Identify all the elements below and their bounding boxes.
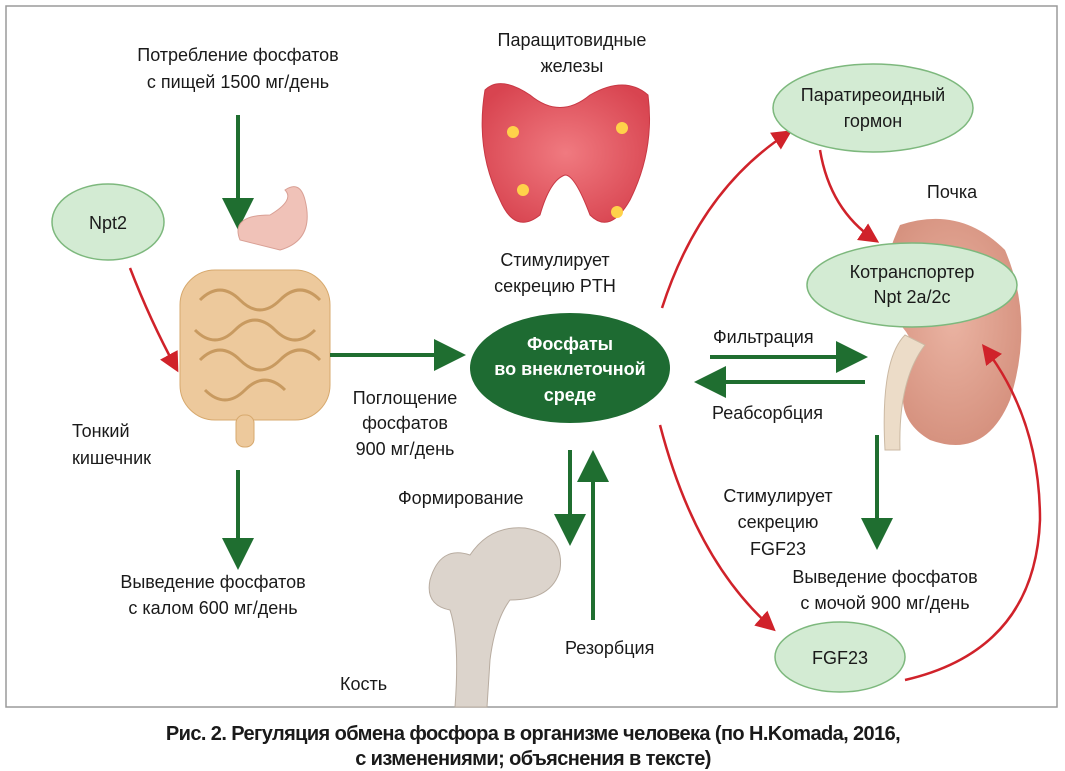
urine-label-1: Выведение фосфатов (792, 567, 977, 587)
kidney-label: Почка (927, 182, 978, 202)
extracellular-phosphate-ellipse (470, 313, 670, 423)
figure-caption-2: с изменениями; объяснения в тексте) (355, 748, 711, 770)
fgf23-to-kidney-arrow (904, 344, 1042, 682)
feces-label-1: Выведение фосфатов (120, 572, 305, 592)
fgf23-ellipse (774, 621, 906, 693)
intake-label-1: Потребление фосфатов (137, 45, 339, 65)
center-label-3: среде (544, 385, 596, 405)
bone-illustration (428, 527, 562, 708)
npt2-ellipse (51, 183, 165, 261)
filtration-label: Фильтрация (713, 327, 814, 347)
stim-fgf-label-1: Стимулирует (723, 486, 832, 506)
fgf23-label: FGF23 (812, 648, 868, 668)
absorption-label-1: Поглощение (353, 388, 457, 408)
urine-label-2: с мочой 900 мг/день (800, 593, 969, 613)
pth-label-1: Паратиреоидный (801, 85, 945, 105)
cotransporter-label-2: Npt 2a/2c (873, 287, 950, 307)
npt2-label: Npt2 (89, 213, 127, 233)
stim-fgf-label-2: секрецию (738, 512, 819, 532)
intestine-label-2: кишечник (72, 448, 151, 468)
fgf23-stimulation-arrow (658, 424, 776, 632)
pth-to-kidney-arrow (818, 149, 880, 243)
reabsorption-label: Реабсорбция (712, 403, 823, 423)
stim-fgf-label-3: FGF23 (750, 539, 806, 559)
npt2-arrow (128, 267, 179, 373)
parathyroid-label-1: Паращитовидные (498, 30, 647, 50)
pth-ellipse (772, 63, 974, 153)
bone-label: Кость (340, 674, 387, 694)
absorption-label-2: фосфатов (362, 413, 448, 433)
feces-label-2: с калом 600 мг/день (128, 598, 297, 618)
intestine-label-1: Тонкий (72, 421, 130, 441)
resorption-label: Резорбция (565, 638, 654, 658)
stim-pth-label-2: секрецию PTH (494, 276, 616, 296)
center-label-2: во внеклеточной (494, 359, 645, 379)
parathyroid-glands-illustration (481, 83, 650, 223)
parathyroid-label-2: железы (541, 56, 604, 76)
absorption-label-3: 900 мг/день (356, 439, 455, 459)
pth-label-2: гормон (844, 111, 903, 131)
formation-label: Формирование (398, 488, 524, 508)
pth-arrow (660, 130, 793, 309)
small-intestine-illustration (179, 186, 331, 448)
intake-label-2: с пищей 1500 мг/день (147, 72, 329, 92)
center-label-1: Фосфаты (527, 334, 613, 354)
figure-caption-1: Рис. 2. Регуляция обмена фосфора в орган… (166, 723, 900, 745)
stim-pth-label-1: Стимулирует (500, 250, 609, 270)
cotransporter-ellipse (806, 242, 1018, 328)
cotransporter-label-1: Котранспортер (850, 262, 975, 282)
